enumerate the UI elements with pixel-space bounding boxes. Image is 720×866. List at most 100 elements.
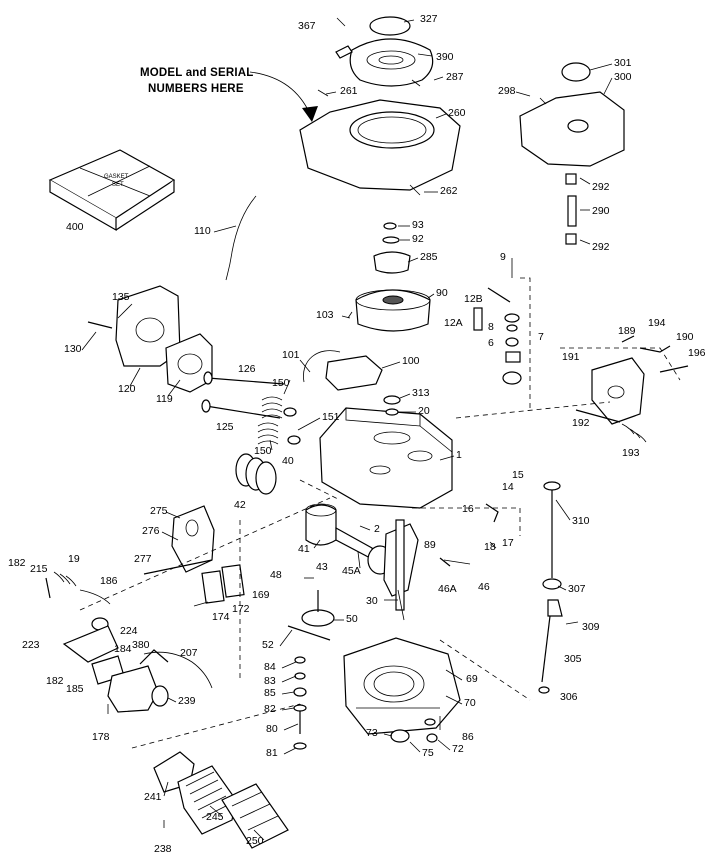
starter-cap-327 xyxy=(369,16,411,36)
label-185: 185 xyxy=(66,683,84,695)
fuel-tank-group xyxy=(519,62,625,245)
label-178: 178 xyxy=(92,731,110,743)
label-169: 169 xyxy=(252,589,270,601)
label-72: 72 xyxy=(452,743,464,755)
label-182-bottom: 182 xyxy=(46,675,64,687)
label-84: 84 xyxy=(264,661,276,673)
label-15: 15 xyxy=(512,469,524,481)
label-30: 30 xyxy=(366,595,378,607)
label-2: 2 xyxy=(374,523,380,535)
label-245: 245 xyxy=(206,811,224,823)
governor-shaft-group xyxy=(293,656,307,750)
label-150-top: 150 xyxy=(272,377,290,389)
dipstick-310 xyxy=(543,481,561,491)
label-290: 290 xyxy=(592,205,610,217)
label-46A: 46A xyxy=(438,583,457,595)
label-287: 287 xyxy=(446,71,464,83)
label-110: 110 xyxy=(194,225,211,237)
callout-arrow xyxy=(249,71,311,115)
label-19: 19 xyxy=(68,553,80,565)
label-174: 174 xyxy=(212,611,230,623)
label-250: 250 xyxy=(246,835,264,847)
label-390: 390 xyxy=(436,51,454,63)
label-207: 207 xyxy=(180,647,198,659)
label-215: 215 xyxy=(30,563,48,575)
label-6: 6 xyxy=(488,337,494,349)
ground-wire-110 xyxy=(225,195,257,281)
label-223: 223 xyxy=(22,639,40,651)
label-275: 275 xyxy=(150,505,168,517)
flywheel-90 xyxy=(355,289,431,332)
throttle-bracket-group xyxy=(560,335,689,443)
label-306: 306 xyxy=(560,691,578,703)
part-labels: 367 327 390 287 261 260 262 301 300 298 … xyxy=(8,13,706,855)
crankcase-cover-69 xyxy=(343,637,461,735)
carburetor-bracket-223 xyxy=(62,625,119,663)
label-313: 313 xyxy=(412,387,430,399)
label-186: 186 xyxy=(100,575,118,587)
label-119: 119 xyxy=(156,393,173,405)
label-48: 48 xyxy=(270,569,282,581)
label-81: 81 xyxy=(266,747,278,759)
label-184: 184 xyxy=(114,643,132,655)
label-191: 191 xyxy=(562,351,580,363)
label-69: 69 xyxy=(466,673,478,685)
label-89: 89 xyxy=(424,539,436,551)
label-120: 120 xyxy=(118,383,136,395)
label-100: 100 xyxy=(402,355,420,367)
label-189: 189 xyxy=(618,325,636,337)
carburetor-380 xyxy=(107,665,159,713)
label-135: 135 xyxy=(112,291,130,303)
label-82: 82 xyxy=(264,703,276,715)
label-400: 400 xyxy=(66,221,84,233)
piston-41 xyxy=(305,504,337,546)
label-83: 83 xyxy=(264,675,276,687)
label-40: 40 xyxy=(282,455,294,467)
camshaft-52 xyxy=(287,625,331,641)
label-85: 85 xyxy=(264,687,276,699)
label-193: 193 xyxy=(622,447,640,459)
crankshaft-group xyxy=(335,503,499,621)
dipstick-group xyxy=(538,481,579,694)
label-292-bottom: 292 xyxy=(592,241,610,253)
label-277: 277 xyxy=(134,553,152,565)
label-18: 18 xyxy=(484,541,496,553)
label-43: 43 xyxy=(316,561,328,573)
label-126: 126 xyxy=(238,363,256,375)
carburetor-group xyxy=(62,625,213,714)
label-70: 70 xyxy=(464,697,476,709)
valves-group xyxy=(201,371,301,445)
label-17: 17 xyxy=(502,537,514,549)
oil-seal-75 xyxy=(390,729,410,743)
label-241: 241 xyxy=(144,791,162,803)
label-7: 7 xyxy=(538,331,544,343)
label-300: 300 xyxy=(614,71,632,83)
label-130: 130 xyxy=(64,343,82,355)
flywheel-group xyxy=(347,222,431,332)
recoil-starter-390 xyxy=(349,38,434,87)
muffler-group xyxy=(143,505,245,607)
label-12B: 12B xyxy=(464,293,483,305)
label-1: 1 xyxy=(456,449,462,461)
label-80: 80 xyxy=(266,723,278,735)
label-238: 238 xyxy=(154,843,172,855)
label-380: 380 xyxy=(132,639,150,651)
label-194: 194 xyxy=(648,317,666,329)
label-16: 16 xyxy=(462,503,474,515)
gasket-box-text-2: SET xyxy=(112,182,124,188)
label-93: 93 xyxy=(412,219,424,231)
label-50: 50 xyxy=(346,613,358,625)
camshaft-group xyxy=(287,577,335,641)
label-285: 285 xyxy=(420,251,438,263)
label-309: 309 xyxy=(582,621,600,633)
ignition-coil-group xyxy=(303,350,383,391)
label-305: 305 xyxy=(564,653,582,665)
label-101: 101 xyxy=(282,349,300,361)
label-292-top: 292 xyxy=(592,181,610,193)
fuel-cap-301 xyxy=(561,62,591,82)
governor-linkage-group xyxy=(473,258,531,410)
label-224: 224 xyxy=(120,625,138,637)
model-serial-callout: MODEL and SERIAL NUMBERS HERE xyxy=(140,67,318,122)
label-190: 190 xyxy=(676,331,694,343)
